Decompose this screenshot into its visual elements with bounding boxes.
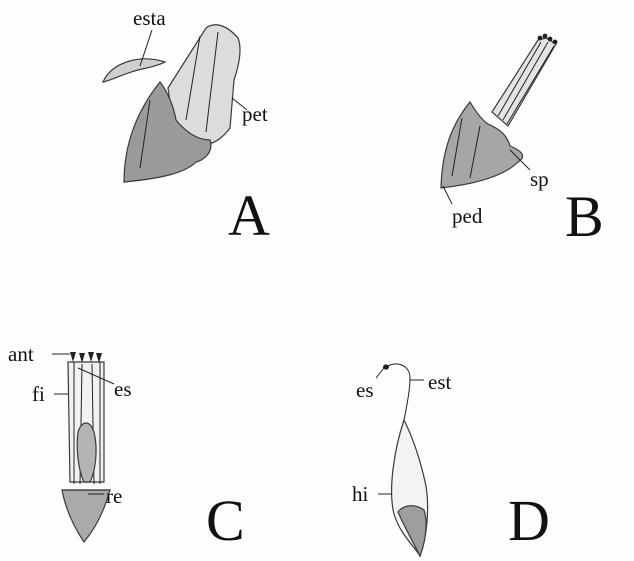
label-c-ant: ant — [8, 342, 34, 366]
label-c-fi: fi — [32, 382, 45, 406]
leader-b-ped — [443, 186, 452, 204]
panel-letter-b: B — [565, 184, 604, 249]
label-c-es: es — [114, 377, 132, 401]
panel-d-style — [386, 364, 410, 420]
label-b-ped: ped — [452, 204, 483, 228]
panel-b: sp ped B — [441, 34, 604, 249]
panel-d: es est hi D — [352, 364, 550, 556]
panel-letter-d: D — [508, 488, 550, 553]
label-c-re: re — [106, 484, 122, 508]
panel-a: esta pet A — [103, 6, 270, 248]
panel-c-receptacle — [62, 490, 110, 542]
label-d-est: est — [428, 370, 451, 394]
panel-letter-a: A — [228, 183, 270, 248]
label-b-sp: sp — [530, 167, 549, 191]
panel-c: ant fi es re C — [8, 342, 245, 553]
leader-d-es — [376, 368, 384, 378]
panel-c-anthers — [70, 352, 102, 363]
label-d-es: es — [356, 378, 374, 402]
panel-c-ovary — [77, 423, 96, 482]
panel-letter-c: C — [206, 488, 245, 553]
label-a-pet: pet — [242, 102, 268, 126]
panel-b-stamens — [492, 38, 556, 126]
panel-a-stamen — [103, 59, 165, 82]
label-d-hi: hi — [352, 482, 369, 506]
label-a-esta: esta — [133, 6, 166, 30]
